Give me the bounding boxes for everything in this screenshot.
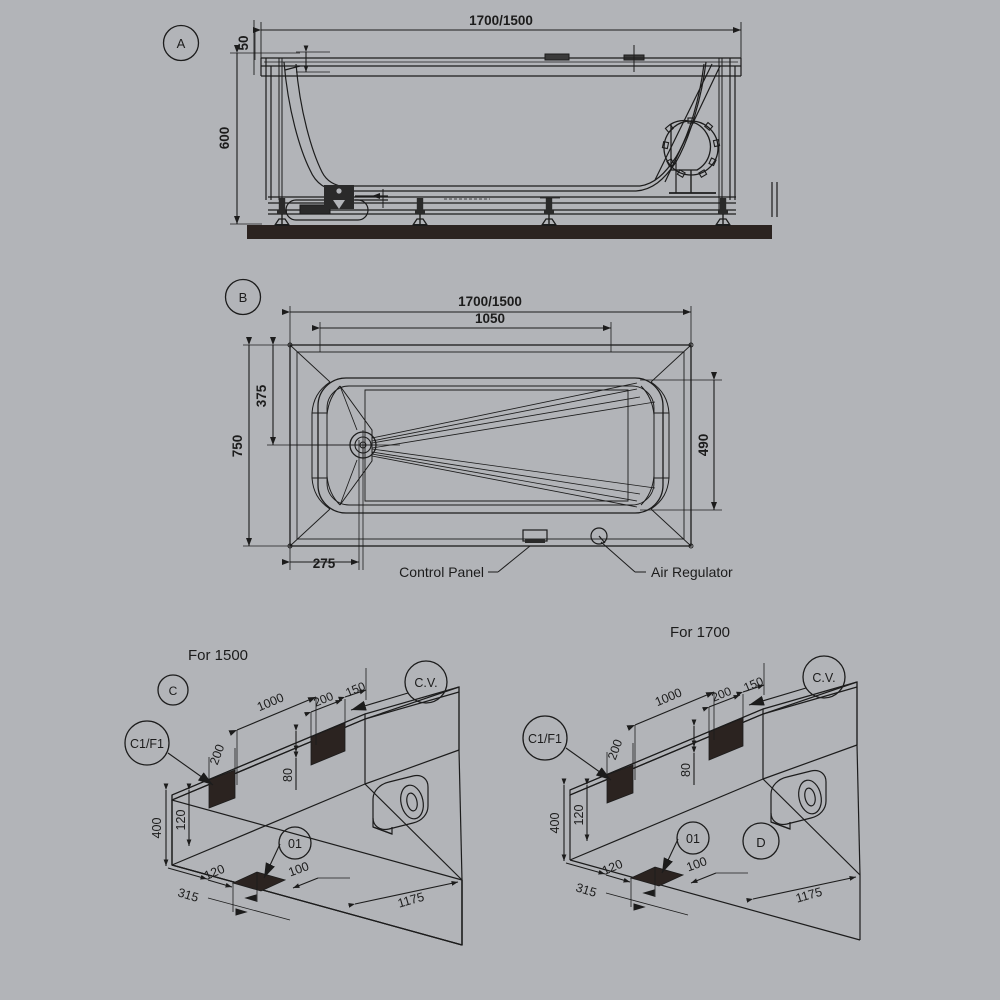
- view-c-heading: For 1500: [188, 647, 248, 664]
- floor-slab: [247, 225, 772, 239]
- control-panel-leader: [497, 545, 531, 573]
- view-c-tag: C: [169, 684, 178, 698]
- air-blower: [661, 117, 721, 194]
- dim-d-120a: 120: [572, 805, 586, 826]
- dim-d-315: 315: [574, 880, 598, 900]
- leader-c1f1-d: [565, 747, 612, 781]
- dim-c-400: 400: [150, 818, 164, 839]
- label-01-c: 01: [288, 837, 302, 851]
- pump-assembly: [285, 185, 388, 221]
- balloon-cv-d: [802, 655, 846, 699]
- balloon-01-d: [676, 821, 710, 855]
- rim-fittings: [544, 45, 645, 72]
- dim-line-c-120b: [207, 879, 233, 888]
- air-regulator-label: Air Regulator: [651, 564, 733, 580]
- insert-c-1: [208, 769, 236, 809]
- dim-c-315: 315: [176, 885, 200, 905]
- air-regulator-marker: [590, 527, 608, 545]
- view-a-balloon: [162, 24, 200, 62]
- view-d-balloon: [742, 822, 780, 860]
- dim-a-600: 600: [217, 127, 232, 150]
- jet-lines: [339, 382, 656, 508]
- leader-c1f1-c: [167, 752, 214, 786]
- air-regulator-leader: [600, 541, 636, 573]
- insert-d-1: [606, 764, 634, 804]
- label-c1f1-d: C1/F1: [528, 732, 562, 746]
- dim-b-375: 375: [254, 384, 269, 407]
- bath-shell-elevation: [260, 57, 742, 200]
- label-cv-c: C.V.: [414, 676, 437, 690]
- view-b-balloon: [224, 278, 262, 316]
- headrest-left: [311, 381, 373, 510]
- leader-01-c: [263, 843, 281, 879]
- dim-line-c-200b: [304, 699, 343, 717]
- bath-outer-rect-inner: [296, 351, 685, 540]
- rim-corner-diagonals: [287, 342, 694, 549]
- dim-line-c-315: [167, 867, 208, 880]
- label-c1f1-c: C1/F1: [130, 737, 164, 751]
- dim-d-100: 100: [684, 854, 708, 874]
- balloon-cv-c: [404, 660, 448, 704]
- dim-b-275: 275: [313, 556, 336, 571]
- dim-a-50: 50: [236, 35, 251, 50]
- control-panel-label: Control Panel: [399, 564, 484, 580]
- dim-line-d-150: [736, 684, 765, 697]
- dim-b-width: 1700/1500: [458, 294, 522, 309]
- dim-line-d-120b: [605, 874, 631, 883]
- dim-line-c-1000: [228, 696, 317, 736]
- view-a: A 1700/1500 50 600: [162, 13, 778, 239]
- floor-insert-dims-d: [605, 867, 689, 916]
- floor-insert-dims-c: [207, 872, 291, 921]
- dim-c-200a: 200: [207, 742, 227, 766]
- balloon-01-c: [278, 826, 312, 860]
- leader-cv-c: [350, 692, 409, 711]
- balloon-c1f1-d: [522, 715, 568, 761]
- dim-d-200a: 200: [605, 737, 625, 761]
- dim-line-c-1175: [348, 881, 459, 908]
- insert-d-2: [708, 717, 744, 761]
- dim-c-80: 80: [281, 768, 295, 782]
- headrest-right: [640, 381, 670, 510]
- dim-line-d-200b: [702, 694, 741, 712]
- dim-b-490: 490: [696, 434, 711, 457]
- dim-line-c-150: [338, 689, 367, 702]
- leader-cv-d: [748, 687, 807, 706]
- label-cv-d: C.V.: [812, 671, 835, 685]
- dim-line-d-100: [690, 872, 717, 884]
- leader-01-d: [661, 838, 679, 874]
- detail-verticals: [254, 30, 723, 213]
- dim-a-width: 1700/1500: [469, 13, 533, 28]
- view-d: For 1700: [522, 624, 861, 941]
- view-b-tag: B: [239, 290, 248, 305]
- motor-roll-d: [770, 769, 827, 830]
- view-b: B 1700/1500 1050 750 375 490 275: [224, 278, 733, 580]
- iso-room-c: [171, 686, 463, 946]
- iso-room-d: [569, 681, 861, 941]
- dim-c-100: 100: [286, 859, 310, 879]
- view-d-heading: For 1700: [670, 624, 730, 641]
- view-c: For 1500 C: [124, 647, 463, 946]
- dim-d-80: 80: [679, 763, 693, 777]
- dim-line-c-100: [292, 877, 319, 889]
- label-01-d: 01: [686, 832, 700, 846]
- dim-line-d-315: [565, 862, 606, 875]
- view-c-balloon: [157, 674, 189, 706]
- balloon-c1f1-c: [124, 720, 170, 766]
- drain-detail: [444, 197, 560, 200]
- dim-line-d-1000: [626, 691, 715, 731]
- view-a-tag: A: [177, 36, 186, 51]
- motor-roll-c: [372, 774, 429, 835]
- dim-c-120a: 120: [174, 810, 188, 831]
- view-d-tag: D: [756, 835, 765, 850]
- dim-d-400: 400: [548, 813, 562, 834]
- control-panel-marker: [522, 529, 548, 543]
- bath-outer-rect: [289, 344, 692, 547]
- dim-b-750: 750: [230, 435, 245, 458]
- dim-line-d-1175: [746, 876, 857, 903]
- side-detail-bars: [771, 182, 778, 217]
- insert-c-2: [310, 722, 346, 766]
- tub-bottom: [364, 389, 629, 502]
- dim-b-1050: 1050: [475, 311, 505, 326]
